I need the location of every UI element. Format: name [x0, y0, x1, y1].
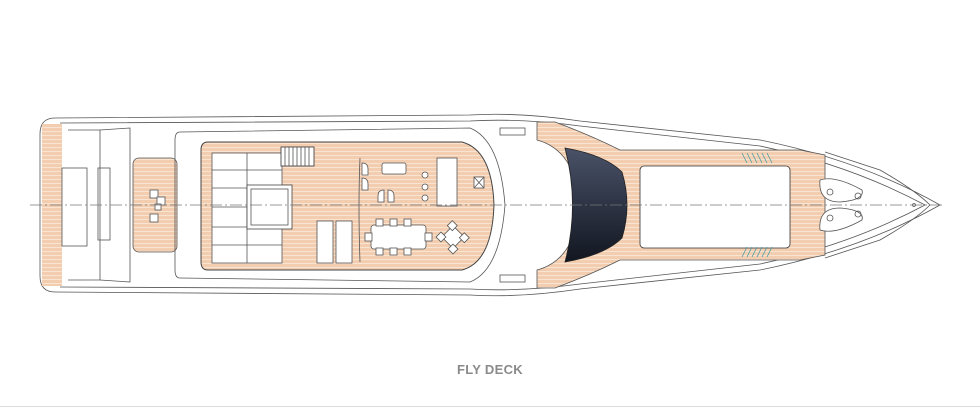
- lounge-chair: [361, 162, 395, 203]
- stairs: [280, 146, 315, 167]
- cafe-table: [435, 220, 470, 255]
- side-steps: [499, 127, 526, 136]
- aft-lounge-table: [154, 203, 162, 211]
- deck-title: FLY DECK: [457, 362, 523, 377]
- windlass: [819, 207, 863, 232]
- sun-lounger: [335, 220, 353, 264]
- sun-lounger: [316, 220, 334, 264]
- bar-counter: [358, 157, 361, 263]
- superstructure-outline: [174, 127, 506, 283]
- wet-bar: [436, 157, 458, 207]
- stair-hatch: [741, 152, 773, 258]
- dining-table: [364, 218, 433, 256]
- divider: [0, 406, 980, 407]
- fly-deck-plan: [30, 113, 945, 297]
- foredeck-sunpad: [639, 165, 791, 249]
- aft-steps: [97, 167, 111, 241]
- bar-stool: [421, 171, 429, 179]
- stern-hatch: [61, 167, 88, 247]
- bar-sink: [381, 162, 407, 175]
- aft-lounge-seat: [149, 189, 159, 199]
- jacuzzi: [246, 184, 293, 230]
- windlass: [819, 178, 863, 203]
